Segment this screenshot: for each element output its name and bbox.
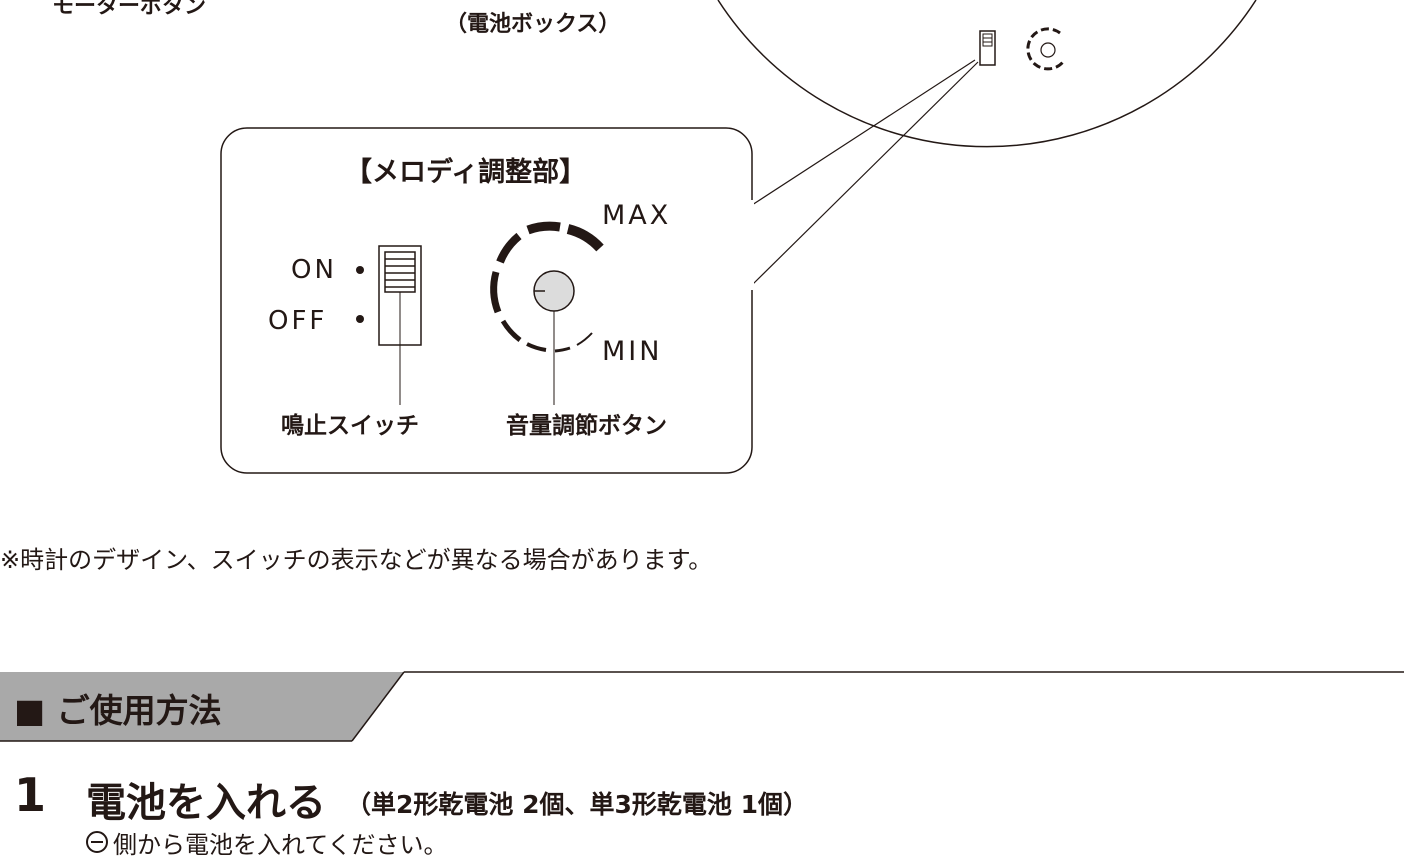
min-label: MIN	[602, 336, 663, 367]
mini-dial-icon	[1026, 27, 1065, 71]
clock-face-arc	[717, 0, 1257, 148]
step-number: 1	[14, 768, 47, 822]
callout-box	[220, 127, 753, 474]
step-title: 電池を入れる	[86, 780, 326, 826]
mini-switch-icon	[979, 30, 996, 66]
off-label: OFF	[268, 306, 328, 336]
leader-line-1	[751, 59, 976, 206]
step-subtitle: （単2形乾電池 2個、単3形乾電池 1個）	[346, 790, 808, 819]
design-note: ※時計のデザイン、スイッチの表示などが異なる場合があります。	[0, 546, 713, 574]
on-label: ON	[291, 255, 337, 285]
volume-button-caption: 音量調節ボタン	[506, 413, 667, 439]
section-band	[0, 672, 404, 741]
monitor-button-label: モーターボタン	[52, 0, 207, 19]
callout-title: 【メロディ調整部】	[345, 157, 587, 188]
step-instruction: 側から電池を入れてください。	[113, 831, 448, 859]
minus-terminal-icon	[86, 831, 108, 853]
mute-switch-caption: 鳴止スイッチ	[281, 413, 419, 439]
max-label: MAX	[602, 200, 672, 231]
section-title: ■ ご使用方法	[14, 691, 222, 730]
battery-box-label: （電池ボックス）	[445, 12, 621, 37]
leader-line-2	[751, 61, 979, 286]
